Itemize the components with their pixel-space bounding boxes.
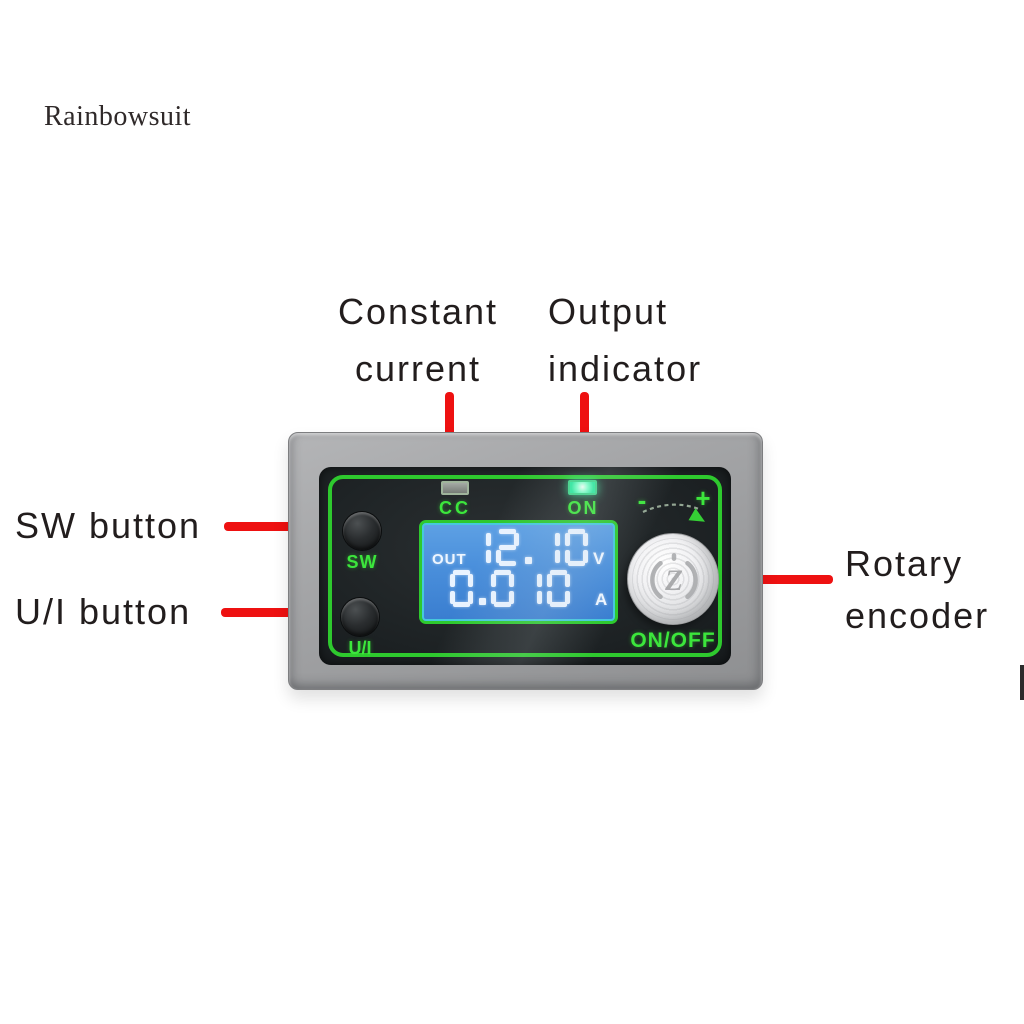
ui-button-label: U/I [348,638,372,658]
dial-plus-label: + [695,483,711,513]
annotation-rotary-encoder: Rotary encoder [845,538,989,642]
annotation-output-indicator-line2: indicator [548,348,703,389]
annotation-constant-current-line1: Constant [337,291,499,332]
sw-button [343,512,381,550]
lcd-voltage-unit: V [593,549,605,568]
lcd-voltage-value [468,529,593,566]
rotary-encoder-knob: Z [627,533,719,625]
lcd-out-label: OUT [432,551,467,568]
panel-green-frame [328,475,722,657]
power-supply-module: CC ON OUT V A SW U/I - + [288,432,763,690]
cc-indicator-label: CC [439,498,471,518]
sw-button-label: SW [346,552,378,572]
annotation-rotary-encoder-line1: Rotary [845,543,964,584]
leader-line-sw-button [224,522,324,531]
watermark-text: Rainbowsuit [44,101,192,132]
knob-logo-icon: Z [650,553,698,600]
leader-line-rotary-encoder [737,575,833,584]
annotation-ui-button: U/I button [15,591,192,632]
leader-line-output-indicator [580,392,589,460]
annotation-constant-current-line2: current [354,348,482,389]
svg-text:Z: Z [664,565,683,597]
dial-direction-arc [642,503,700,513]
lcd-screen: OUT V A [422,523,615,621]
lcd-current-value [450,570,575,607]
annotation-rotary-encoder-line2: encoder [845,595,990,636]
leader-line-constant-current [445,392,454,460]
front-panel: CC ON OUT V A SW U/I - + [319,467,731,665]
onoff-label: ON/OFF [630,629,716,652]
cropped-text-fragment [1020,665,1024,700]
on-indicator-led [568,480,597,495]
leader-line-ui-button [221,608,324,617]
lcd-current-unit: A [595,590,608,609]
annotation-output-indicator-line1: Output [548,291,669,332]
annotation-output-indicator: Output indicator [548,283,702,397]
ui-button [341,598,379,636]
on-indicator-label: ON [567,498,599,518]
cc-indicator-icon [441,481,469,495]
dial-minus-label: - [637,485,647,515]
lcd-display: OUT V A [419,520,618,624]
knob-rings-texture [632,538,714,620]
annotation-sw-button: SW button [15,505,202,546]
annotation-constant-current: Constant current [314,283,522,397]
